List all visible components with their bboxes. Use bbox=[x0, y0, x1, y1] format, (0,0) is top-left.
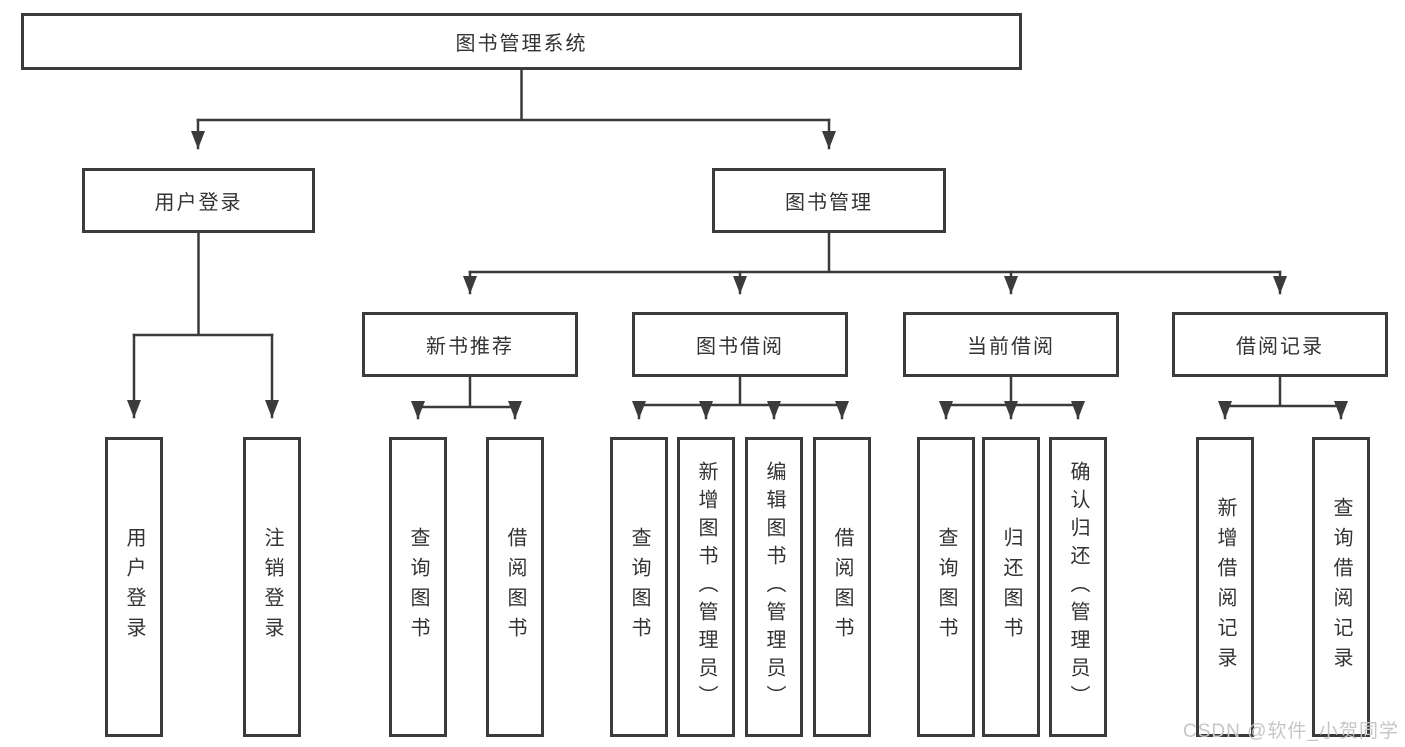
leaf-add-borrow-record: 新增借阅记录 bbox=[1196, 437, 1254, 737]
watermark: CSDN @软件_小贺同学 bbox=[1183, 721, 1399, 742]
leaf-query-borrow-record-label: 查询借阅记录 bbox=[1330, 497, 1352, 677]
leaf-borrow-books-recommend: 借阅图书 bbox=[486, 437, 544, 737]
node-book-management-label: 图书管理 bbox=[785, 192, 873, 214]
leaf-logout-label: 注销登录 bbox=[261, 527, 283, 647]
connector-root bbox=[191, 68, 836, 150]
node-new-book-recommend-label: 新书推荐 bbox=[426, 336, 514, 358]
node-book-management: 图书管理 bbox=[712, 168, 946, 233]
leaf-borrow-books-borrow-label: 借阅图书 bbox=[831, 527, 853, 647]
leaf-logout: 注销登录 bbox=[243, 437, 301, 737]
node-new-book-recommend: 新书推荐 bbox=[362, 312, 578, 377]
leaf-query-books-current: 查询图书 bbox=[917, 437, 975, 737]
leaf-edit-book-admin: 编辑图书（管理员） bbox=[745, 437, 803, 737]
leaf-return-books-label: 归还图书 bbox=[1000, 527, 1022, 647]
node-current-borrowing-label: 当前借阅 bbox=[967, 336, 1055, 358]
leaf-confirm-return-admin: 确认归还（管理员） bbox=[1049, 437, 1107, 737]
node-book-borrowing-label: 图书借阅 bbox=[696, 336, 784, 358]
node-borrowing-records-label: 借阅记录 bbox=[1236, 336, 1324, 358]
leaf-edit-book-admin-label: 编辑图书（管理员） bbox=[763, 461, 785, 713]
node-user-login: 用户登录 bbox=[82, 168, 315, 233]
connector-user-login bbox=[127, 231, 279, 419]
node-user-login-label: 用户登录 bbox=[154, 192, 243, 214]
leaf-borrow-books-recommend-label: 借阅图书 bbox=[504, 527, 526, 647]
leaf-return-books: 归还图书 bbox=[982, 437, 1040, 737]
leaf-add-book-admin: 新增图书（管理员） bbox=[677, 437, 735, 737]
leaf-query-books-recommend-label: 查询图书 bbox=[407, 527, 429, 647]
leaf-query-books-current-label: 查询图书 bbox=[935, 527, 957, 647]
connector-current-borrow bbox=[939, 375, 1085, 420]
leaf-add-borrow-record-label: 新增借阅记录 bbox=[1214, 497, 1236, 677]
leaf-user-login-label: 用户登录 bbox=[123, 527, 145, 647]
connector-book-borrow bbox=[632, 375, 849, 420]
node-root-label: 图书管理系统 bbox=[455, 33, 588, 55]
leaf-borrow-books-borrow: 借阅图书 bbox=[813, 437, 871, 737]
leaf-query-books-borrow: 查询图书 bbox=[610, 437, 668, 737]
leaf-confirm-return-admin-label: 确认归还（管理员） bbox=[1067, 461, 1089, 713]
node-book-borrowing: 图书借阅 bbox=[632, 312, 848, 377]
node-current-borrowing: 当前借阅 bbox=[903, 312, 1119, 377]
connector-book-management bbox=[463, 231, 1287, 295]
node-root: 图书管理系统 bbox=[21, 13, 1022, 70]
leaf-query-borrow-record: 查询借阅记录 bbox=[1312, 437, 1370, 737]
connector-borrow-records bbox=[1218, 375, 1348, 420]
leaf-query-books-borrow-label: 查询图书 bbox=[628, 527, 650, 647]
node-borrowing-records: 借阅记录 bbox=[1172, 312, 1388, 377]
connector-new-book bbox=[411, 375, 522, 420]
leaf-user-login: 用户登录 bbox=[105, 437, 163, 737]
leaf-add-book-admin-label: 新增图书（管理员） bbox=[695, 461, 717, 713]
leaf-query-books-recommend: 查询图书 bbox=[389, 437, 447, 737]
